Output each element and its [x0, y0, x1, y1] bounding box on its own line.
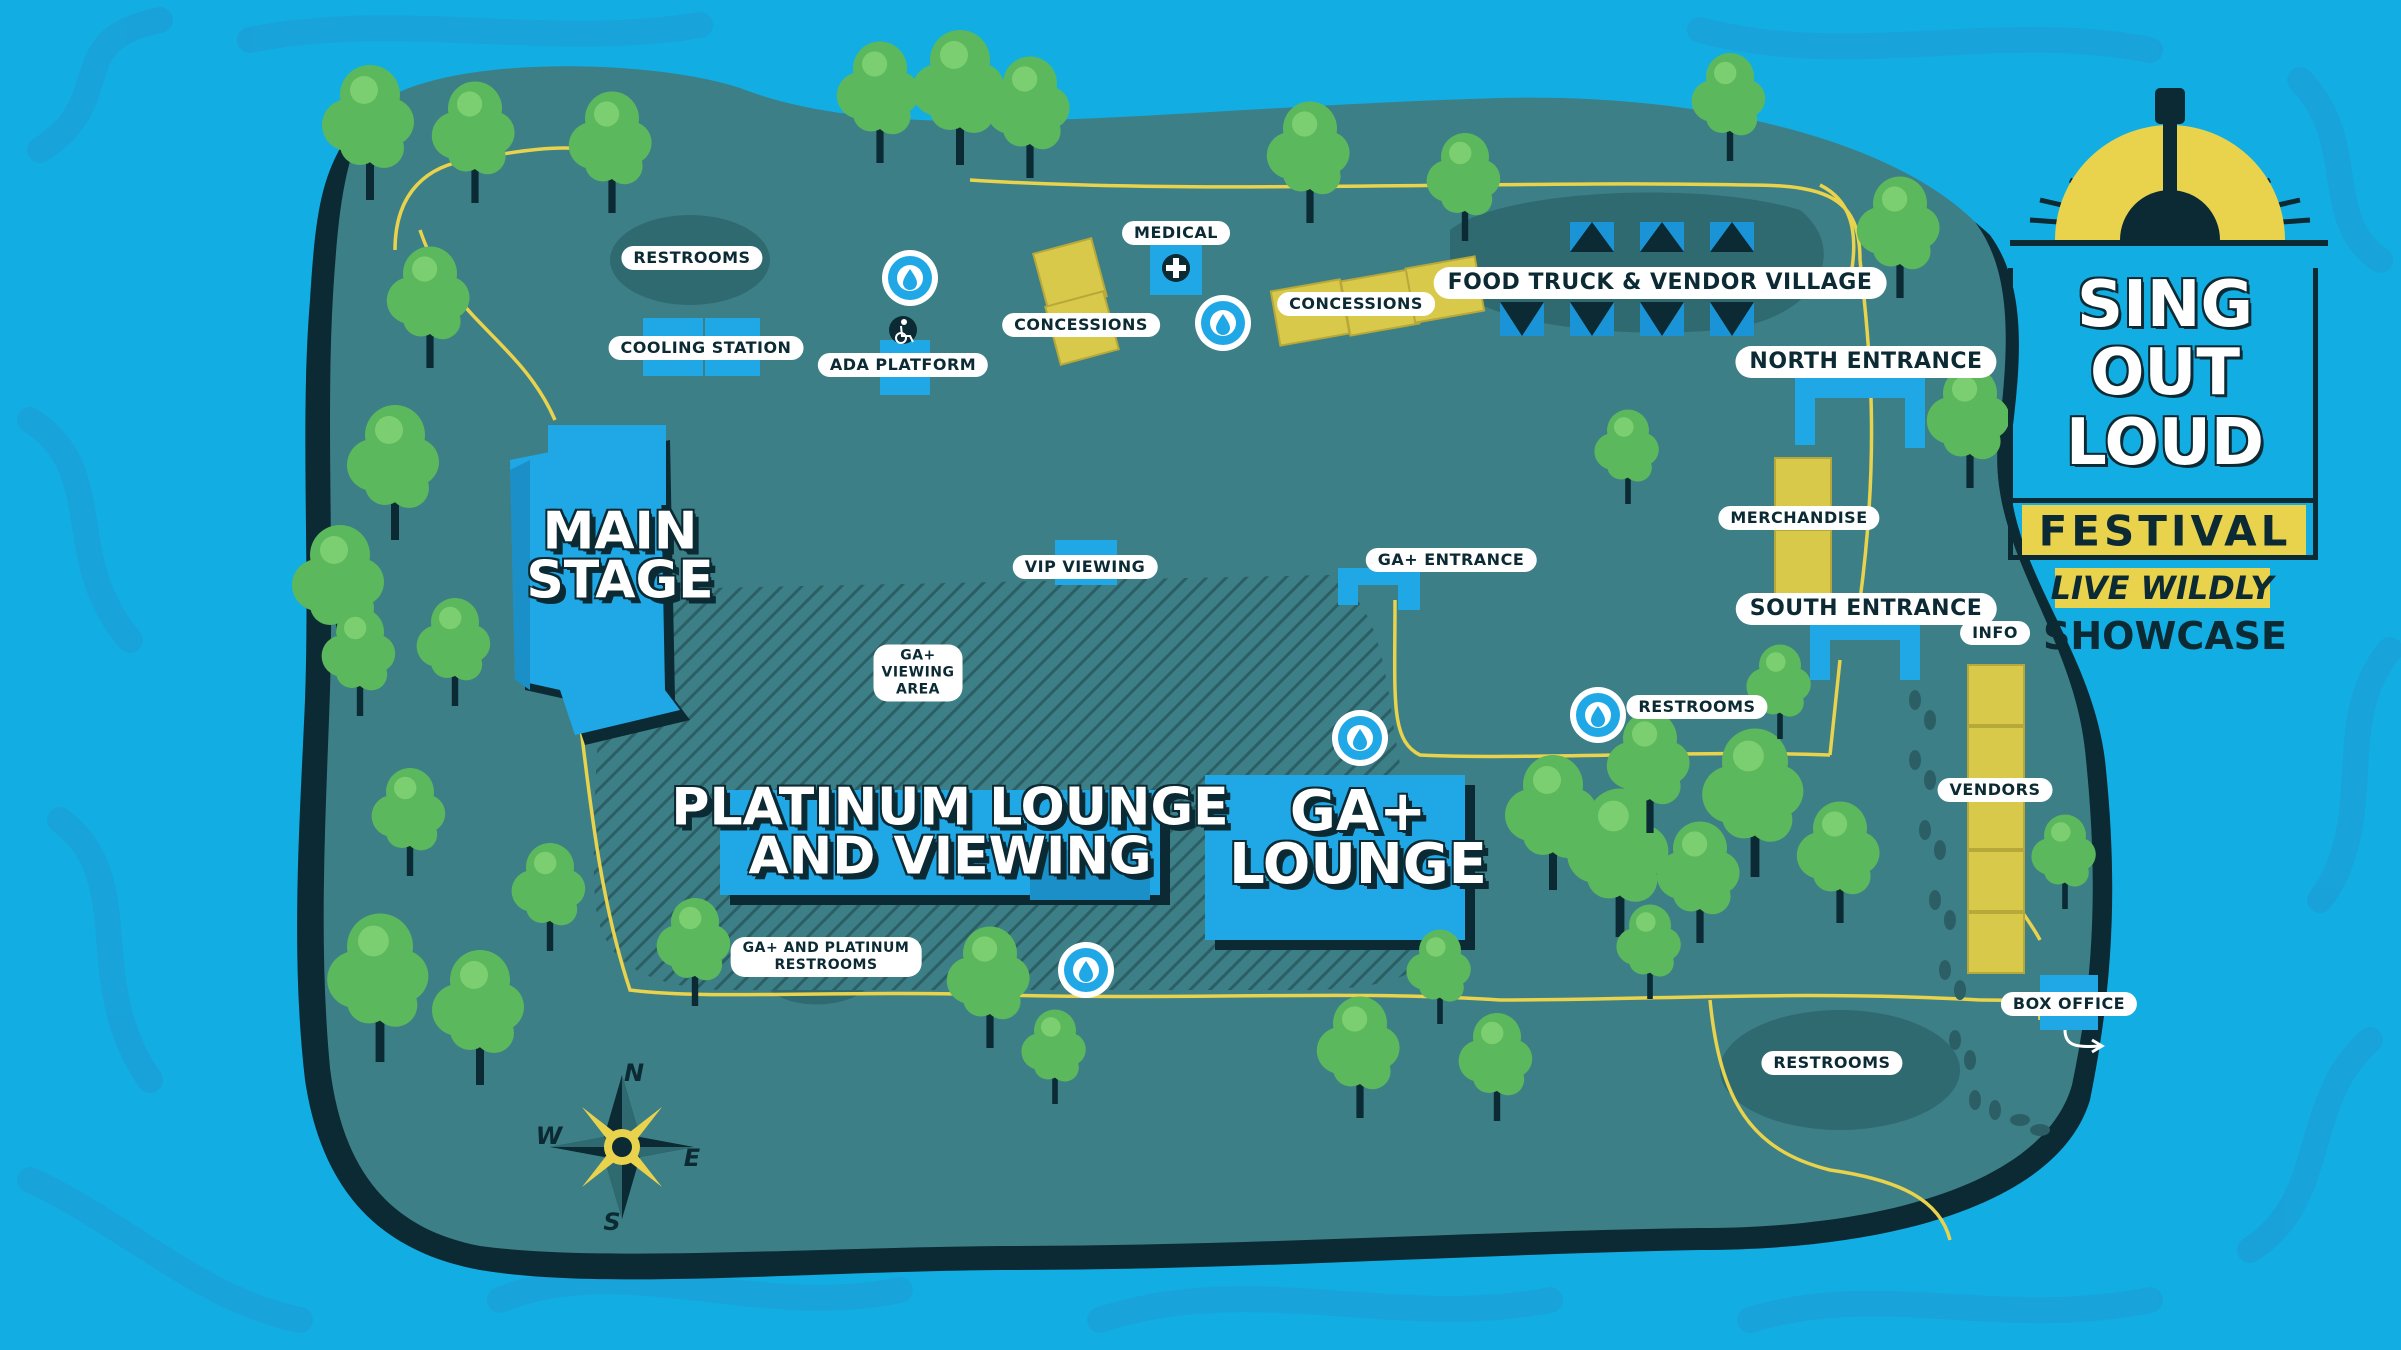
tree: [656, 898, 731, 1006]
ga-lounge-building: [1205, 775, 1475, 950]
tree: [1856, 176, 1940, 298]
main-stage-line1: MAIN: [542, 501, 698, 562]
tree: [371, 768, 446, 876]
tree: [1567, 788, 1669, 937]
label-north-entrance[interactable]: NORTH ENTRANCE: [1735, 346, 1997, 378]
label-vendors[interactable]: VENDORS: [1937, 778, 2053, 802]
compass-n: N: [623, 1059, 645, 1087]
tree: [1458, 1013, 1533, 1121]
tree: [1746, 644, 1811, 739]
water-background: [17, 7, 2401, 1333]
tree: [1021, 1009, 1086, 1104]
label-merchandise[interactable]: MERCHANDISE: [1718, 506, 1880, 530]
logo-sing: SING: [2077, 268, 2253, 342]
ga-viewing-area-line1: GA+: [900, 647, 936, 664]
tree: [1426, 133, 1501, 241]
tree: [568, 91, 652, 213]
tree: [327, 913, 429, 1062]
tree: [416, 598, 491, 706]
ga-platinum-restrooms-line1: GA+ AND PLATINUM: [742, 940, 910, 956]
tree: [1316, 996, 1400, 1118]
ga-viewing-area-line3: AREA: [895, 681, 940, 698]
ada-icon: [889, 316, 917, 344]
label-concessions-1[interactable]: CONCESSIONS: [1002, 313, 1160, 337]
main-stage-building: [510, 425, 690, 745]
label-ga-entrance[interactable]: GA+ ENTRANCE: [1365, 548, 1537, 572]
tree: [322, 65, 414, 200]
logo-showcase: SHOWCASE: [2042, 614, 2288, 658]
tree: [1691, 53, 1766, 161]
tree: [1266, 101, 1350, 223]
tree: [1702, 728, 1804, 877]
tree: [836, 41, 920, 163]
label-restrooms-nw[interactable]: RESTROOMS: [621, 246, 763, 270]
vendor-blocks: [1032, 237, 2025, 974]
logo-out: OUT: [2089, 336, 2241, 410]
label-info[interactable]: INFO: [1960, 621, 2030, 645]
label-ga-viewing-area[interactable]: GA+ VIEWING AREA: [873, 644, 963, 702]
label-ga-platinum-restrooms[interactable]: GA+ AND PLATINUM RESTROOMS: [730, 937, 922, 977]
label-restrooms-se[interactable]: RESTROOMS: [1761, 1051, 1903, 1075]
main-stage-line2: STAGE: [526, 551, 714, 611]
label-medical[interactable]: MEDICAL: [1122, 221, 1230, 245]
ga-viewing-area-line2: VIEWING: [881, 664, 955, 681]
compass-w: W: [535, 1122, 563, 1150]
ga-lounge-title: GA+ LOUNGE: [1229, 778, 1487, 897]
tree: [946, 926, 1030, 1048]
label-south-entrance[interactable]: SOUTH ENTRANCE: [1735, 593, 1997, 625]
logo-live-wildly: LIVE WILDLY: [2050, 569, 2274, 607]
tree: [1796, 801, 1880, 923]
ga-lounge-line1: GA+: [1289, 778, 1427, 844]
tree: [1505, 755, 1597, 890]
platinum-line2: AND VIEWING: [748, 827, 1152, 887]
trees: [292, 30, 2096, 1121]
box-office-arrow: [2063, 1029, 2105, 1054]
compass-e: E: [683, 1144, 701, 1172]
label-cooling-station[interactable]: COOLING STATION: [608, 336, 804, 360]
platinum-line1: PLATINUM LOUNGE: [671, 777, 1229, 838]
platinum-lounge-building: [720, 790, 1170, 905]
medical-icon: [1162, 254, 1190, 282]
main-stage-title: MAIN STAGE: [526, 501, 714, 611]
tree: [386, 246, 470, 368]
tree: [1616, 904, 1681, 999]
tree: [432, 950, 524, 1085]
logo-loud: LOUD: [2066, 406, 2264, 480]
platinum-lounge-title: PLATINUM LOUNGE AND VIEWING: [671, 777, 1229, 887]
label-concessions-2[interactable]: CONCESSIONS: [1277, 292, 1435, 316]
food-truck-tents: [1500, 222, 1754, 336]
tree: [431, 81, 515, 203]
compass-rose: [550, 1075, 694, 1219]
water-station-icons: [882, 250, 1626, 998]
tree: [2031, 814, 2096, 909]
label-ada-platform[interactable]: ADA PLATFORM: [817, 353, 989, 377]
tree: [321, 608, 396, 716]
compass-s: S: [603, 1208, 621, 1236]
label-vip-viewing[interactable]: VIP VIEWING: [1012, 555, 1158, 579]
footprints-trail: [1909, 690, 2050, 1136]
festival-logo-art: [2008, 88, 2328, 608]
label-box-office[interactable]: BOX OFFICE: [2000, 992, 2138, 1016]
label-food-truck-village[interactable]: FOOD TRUCK & VENDOR VILLAGE: [1433, 267, 1887, 299]
tree: [511, 843, 586, 951]
tree: [1406, 929, 1471, 1024]
logo-festival: FESTIVAL: [2038, 506, 2292, 556]
label-restrooms-mid[interactable]: RESTROOMS: [1626, 695, 1768, 719]
tree: [347, 405, 439, 540]
ga-lounge-line2: LOUNGE: [1229, 832, 1487, 897]
tree: [1606, 711, 1690, 833]
tree: [1594, 409, 1659, 504]
tree: [986, 56, 1070, 178]
tree: [1926, 366, 2010, 488]
ga-platinum-restrooms-line2: RESTROOMS: [774, 957, 878, 973]
tree: [1656, 821, 1740, 943]
